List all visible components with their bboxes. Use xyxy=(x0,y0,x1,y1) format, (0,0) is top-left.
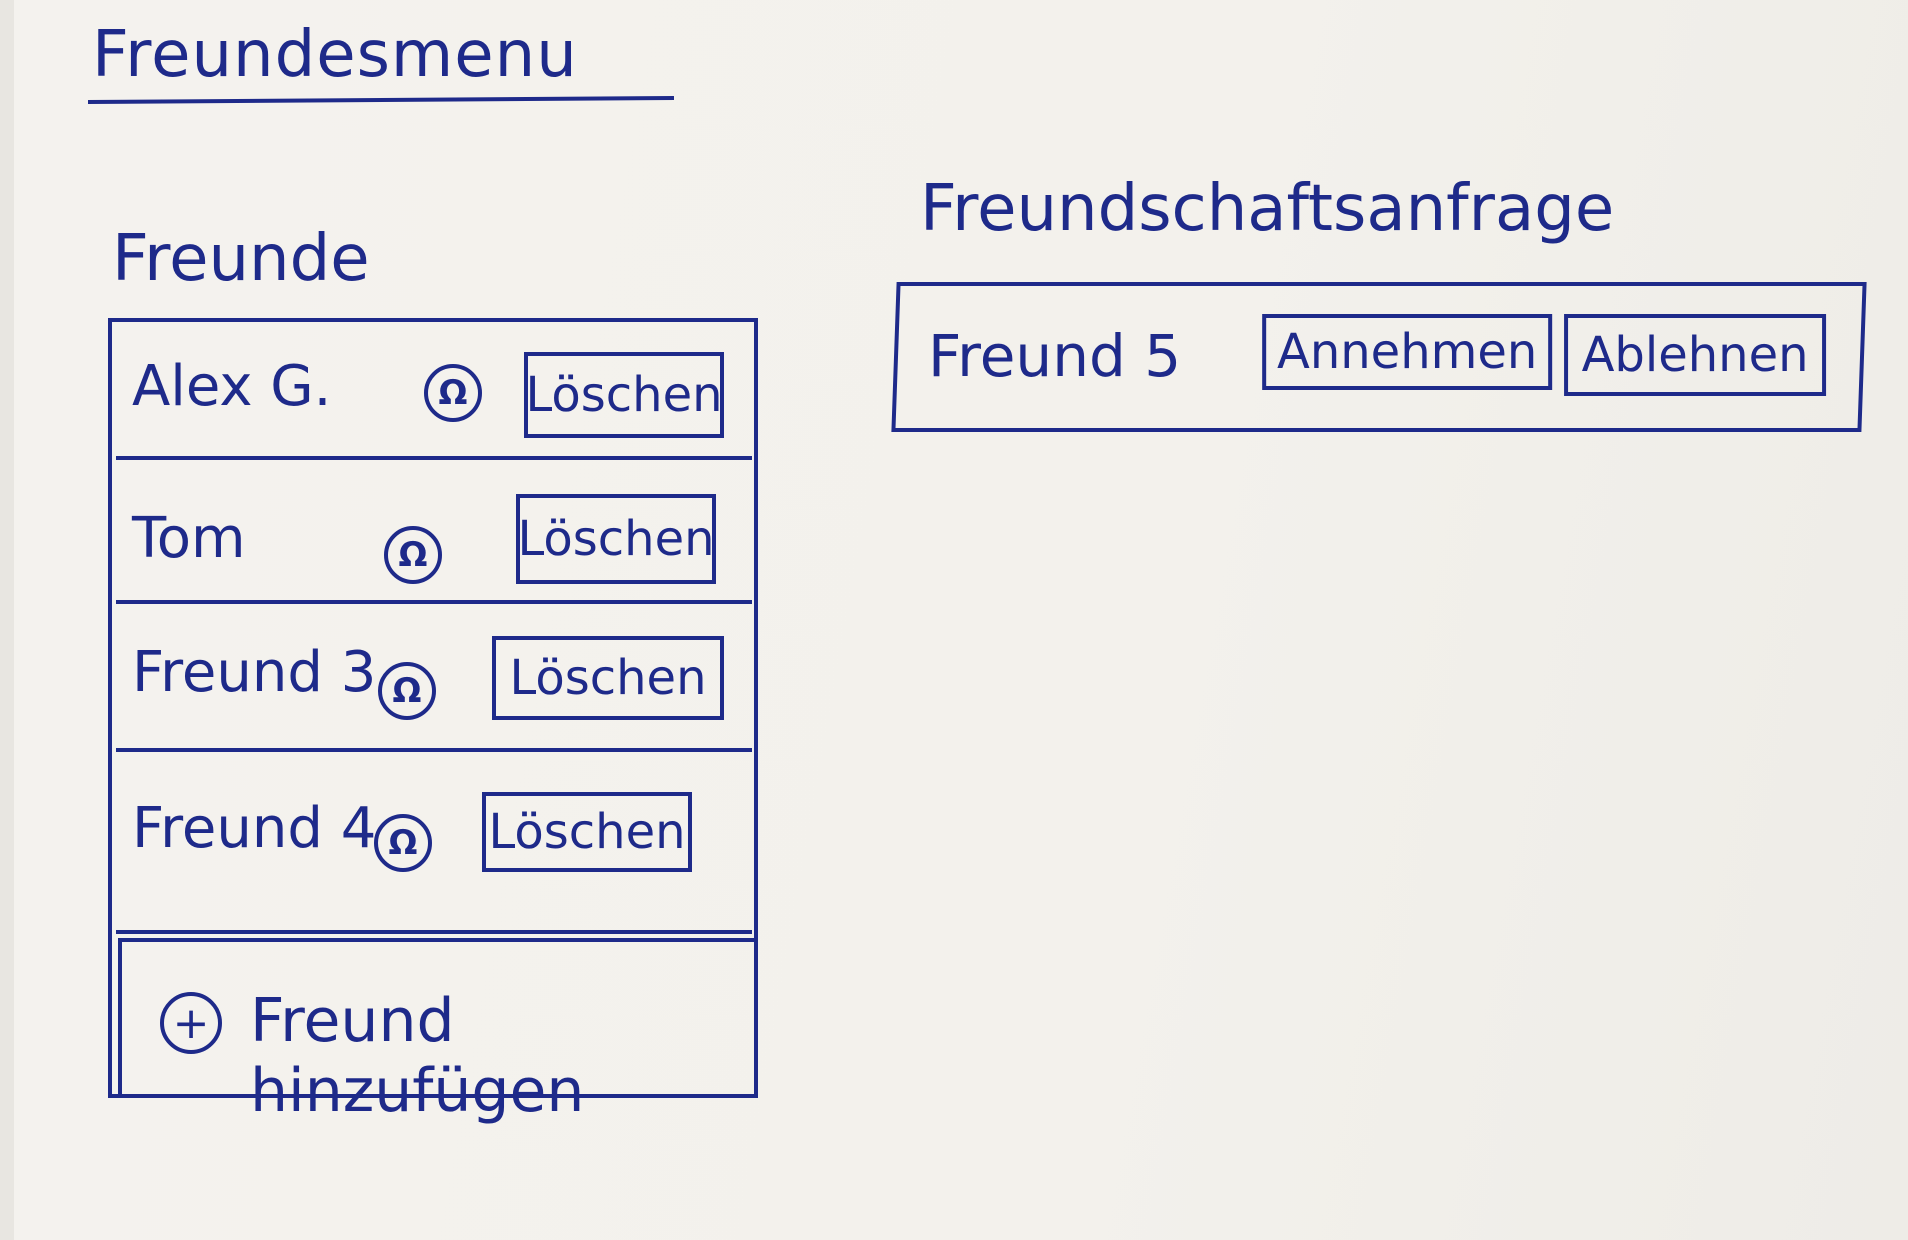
row-divider xyxy=(116,748,752,752)
list-item: Alex G. Ω Löschen xyxy=(108,318,758,463)
paper-sheet xyxy=(14,0,1908,1240)
friend-name: Alex G. xyxy=(132,354,332,419)
row-divider xyxy=(116,930,752,934)
list-item: Freund 4 Ω Löschen xyxy=(108,758,758,903)
list-item: Tom Ω Löschen xyxy=(108,466,758,611)
requests-heading: Freundschaftsanfrage xyxy=(920,172,1615,246)
omega-icon[interactable]: Ω xyxy=(378,662,436,720)
add-friend-label: Freund hinzufügen xyxy=(250,986,585,1126)
page-title: Freundesmenu xyxy=(92,18,578,92)
row-divider xyxy=(116,456,752,460)
friends-heading: Freunde xyxy=(112,222,370,296)
omega-icon[interactable]: Ω xyxy=(384,526,442,584)
request-name: Freund 5 xyxy=(928,322,1182,390)
friend-name: Freund 3 xyxy=(132,640,377,705)
omega-icon[interactable]: Ω xyxy=(374,814,432,872)
row-divider xyxy=(116,600,752,604)
omega-icon[interactable]: Ω xyxy=(424,364,482,422)
delete-button[interactable]: Löschen xyxy=(524,352,724,438)
decline-button[interactable]: Ablehnen xyxy=(1564,314,1827,396)
delete-button[interactable]: Löschen xyxy=(516,494,716,584)
list-item: Freund 3 Ω Löschen xyxy=(108,610,758,755)
request-item: Freund 5 Annehmen Ablehnen xyxy=(891,282,1867,432)
plus-circle-icon: + xyxy=(160,992,222,1054)
friend-name: Freund 4 xyxy=(132,796,377,861)
add-friend-button[interactable]: + Freund hinzufügen xyxy=(118,938,758,1126)
delete-button[interactable]: Löschen xyxy=(482,792,692,872)
accept-button[interactable]: Annehmen xyxy=(1262,314,1553,390)
friend-name: Tom xyxy=(132,506,246,571)
friends-panel: Alex G. Ω Löschen Tom Ω Löschen Freund 3… xyxy=(108,318,758,1126)
delete-button[interactable]: Löschen xyxy=(492,636,724,720)
